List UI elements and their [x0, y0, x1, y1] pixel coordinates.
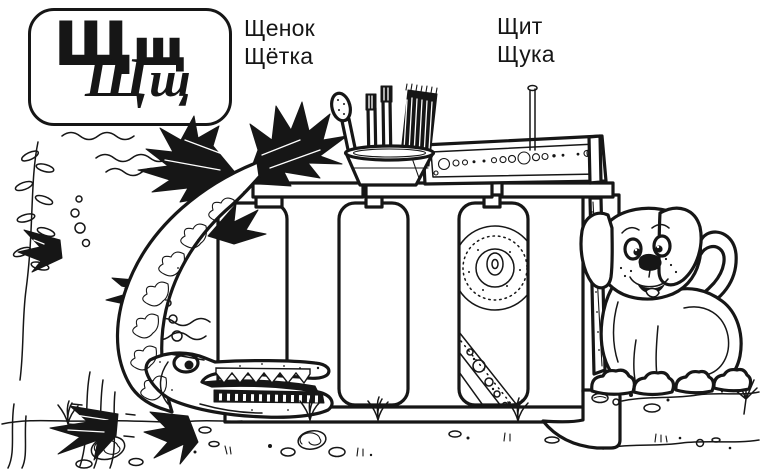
word-shield: Щит	[497, 13, 543, 39]
pectoral-fin	[17, 229, 63, 273]
snail-shell-2	[297, 430, 327, 450]
vocabulary-column-right: Щит Щука	[497, 12, 555, 68]
letter-cursive-uppercase: Щ	[85, 47, 149, 109]
puppy-illustration	[579, 206, 753, 397]
puppy-brows	[621, 223, 670, 234]
lower-teeth	[218, 393, 319, 403]
puppy-mouth	[629, 276, 669, 288]
dorsal-fin	[207, 203, 267, 245]
letter-stem-middle	[337, 201, 410, 407]
puppy-paw-4	[712, 367, 753, 393]
shield-boss-pattern	[459, 225, 528, 405]
shield-prop-stick	[529, 88, 536, 151]
puppy-paw-2	[632, 370, 676, 397]
puppy-ear-left	[579, 211, 614, 290]
toothbrush-2-head	[365, 93, 377, 111]
upper-teeth	[215, 367, 311, 385]
fish-markings	[130, 197, 235, 401]
word-puppy: Щенок	[244, 15, 315, 41]
shield-edge-upper	[587, 134, 603, 185]
letter-print-forms: Щ щ	[54, 7, 186, 82]
word-pike: Щука	[497, 41, 555, 67]
letter-cursive-forms: Щ щ	[85, 45, 191, 112]
ventral-fin	[143, 411, 199, 465]
letter-print-lowercase: щ	[133, 20, 186, 76]
pike-fish-illustration	[17, 101, 348, 465]
puppy-haunch	[683, 306, 730, 376]
toothbrush-3-head	[380, 85, 393, 103]
toothbrush-cup-illustration	[330, 83, 438, 187]
cup-rim	[343, 144, 436, 162]
puppy-eye-right	[652, 234, 672, 258]
letter-print-uppercase: Щ	[54, 9, 133, 79]
letter-cap-1	[251, 181, 365, 199]
letter-card: Щ щ Щ щ	[28, 8, 232, 126]
letter-cap-3	[500, 181, 615, 199]
tail-fin-upper	[246, 101, 348, 187]
tail-fin-lower	[137, 115, 244, 203]
letter-cursive-lowercase: щ	[149, 51, 191, 107]
fish-speckles	[159, 191, 320, 411]
puppy-nose	[638, 253, 662, 271]
puppy-tongue	[645, 287, 660, 298]
snail-shell	[90, 435, 126, 461]
fish-body	[115, 160, 262, 414]
water-plant-stem	[19, 141, 39, 381]
puppy-paw-3	[674, 369, 716, 395]
puppy-paw-1	[590, 368, 637, 396]
toothbrush-1-head	[330, 91, 352, 123]
vocabulary-column-left: Щенок Щётка	[244, 14, 315, 70]
word-brush: Щётка	[244, 43, 314, 69]
